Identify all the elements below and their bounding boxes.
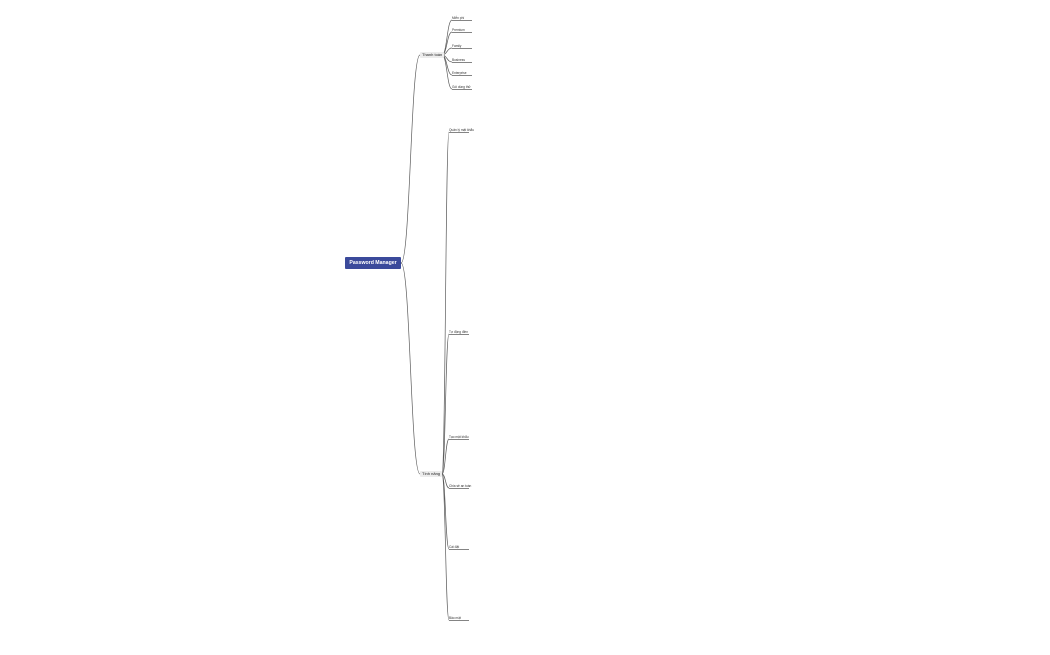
branch-node[interactable]: Tính năng [420, 471, 443, 477]
root-to-branch-connector [400, 54, 421, 264]
child-node[interactable]: Enterprise [452, 71, 467, 75]
branch-node[interactable]: Thanh toán [420, 52, 445, 58]
child-node[interactable]: Tạo mật khẩu [449, 435, 469, 439]
child-node[interactable]: Miễn phí [452, 16, 465, 20]
branch-to-child-connector [441, 473, 450, 621]
branch-to-child-connector [441, 473, 450, 489]
root-to-branch-connector [400, 262, 421, 475]
child-node[interactable]: Quản lý mật khẩu [449, 128, 474, 132]
child-node[interactable]: Gói dùng thử [452, 85, 471, 89]
branch-to-child-connector [441, 333, 450, 475]
branch-to-child-connector [441, 54, 453, 90]
branch-to-child-connector [441, 473, 450, 550]
child-node[interactable]: Tự động điền [449, 330, 468, 334]
branch-to-child-connector [441, 19, 453, 56]
child-node[interactable]: Bảo mật [449, 616, 461, 620]
child-node[interactable]: Premium [452, 28, 465, 32]
child-node[interactable]: Chia sẻ an toàn [449, 484, 472, 488]
branch-to-child-connector [441, 131, 450, 475]
child-node[interactable]: Family [452, 44, 462, 48]
root-node[interactable]: Password Manager [345, 257, 401, 269]
child-node[interactable]: Business [452, 58, 465, 62]
branch-to-child-connector [441, 438, 450, 475]
child-node[interactable]: Cài đặt [449, 545, 460, 549]
